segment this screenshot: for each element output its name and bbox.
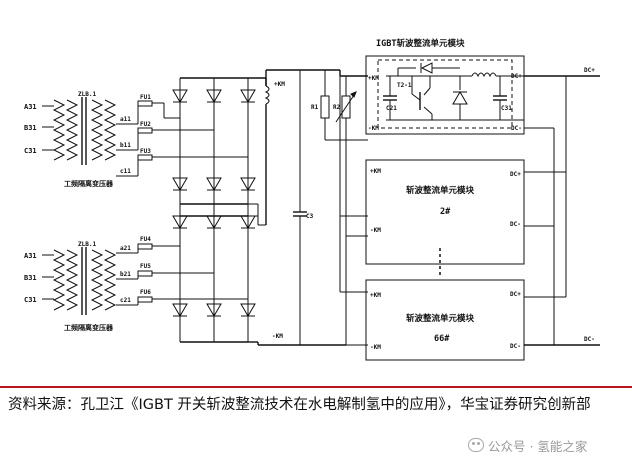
label-t2: T2-1 xyxy=(397,82,412,89)
wechat-icon xyxy=(468,438,484,452)
label-a31-top: A31 xyxy=(24,103,37,111)
module-66-name: 斩波整流单元模块 xyxy=(406,313,475,324)
source-note: 资料来源：孔卫江《IGBT 开关斩波整流技术在水电解制氢中的应用》，华宝证券研究… xyxy=(8,397,591,413)
label-minus-km-bus: -KM xyxy=(272,333,283,340)
transformer-top: A31 B31 C31 ZLB.1 工频隔离变压器 a11 b11 c11 FU… xyxy=(24,91,248,188)
label-plus-km-bus: +KM xyxy=(274,81,285,88)
label-dc-plus-out: DC+ xyxy=(584,67,595,74)
label-b11: b11 xyxy=(120,142,131,149)
label-dc-minus-out: DC- xyxy=(584,336,595,343)
label-a21: a21 xyxy=(120,245,131,252)
chopper-module-2: +KM -KM DC+ DC- 斩波整流单元模块 2# xyxy=(365,159,525,265)
label-c11: c11 xyxy=(120,168,131,175)
label-fu5: FU5 xyxy=(140,263,151,270)
label-c31-top: C31 xyxy=(24,147,37,155)
igbt-module-top: IGBT斩波整流单元模块 +KM -KM DC+ DC- C21 T2-1 xyxy=(365,38,525,135)
bridge-rectifier-top xyxy=(172,77,256,217)
label-fu4: FU4 xyxy=(140,236,151,243)
fuse-fu3 xyxy=(137,154,153,161)
label-c31-cap: C31 xyxy=(501,105,512,112)
label-minus-km-m66: -KM xyxy=(370,344,381,351)
chopper-module-66: +KM -KM DC+ DC- 斩波整流单元模块 66# xyxy=(365,279,525,361)
module-2-index: 2# xyxy=(440,207,451,217)
resistor-r1 xyxy=(320,95,330,119)
fuse-fu1 xyxy=(137,100,153,107)
fuse-fu4 xyxy=(137,243,153,250)
inductor-main xyxy=(264,85,270,105)
module-66-index: 66# xyxy=(434,334,450,344)
label-c31-bottom: C31 xyxy=(24,296,37,304)
label-plus-km-m2: +KM xyxy=(370,168,381,175)
label-plus-km-m66: +KM xyxy=(370,292,381,299)
label-dc-minus-m66: DC- xyxy=(510,343,521,350)
dc-bus: +KM -KM C3 R1 R2 xyxy=(248,69,368,346)
label-r1: R1 xyxy=(311,104,319,111)
label-dc-plus-m2: DC+ xyxy=(510,171,521,178)
module-2-name: 斩波整流单元模块 xyxy=(406,185,475,196)
source-divider xyxy=(0,386,632,388)
transformer-bottom: A31 B31 C31 ZLB.1 工频隔离变压器 a21 b21 c21 FU… xyxy=(24,236,248,332)
label-fu2: FU2 xyxy=(140,121,151,128)
watermark: 公众号 · 氢能之家 xyxy=(468,434,587,456)
label-b21: b21 xyxy=(120,271,131,278)
label-a11: a11 xyxy=(120,116,131,123)
label-a31-bottom: A31 xyxy=(24,252,37,260)
label-b31-bottom: B31 xyxy=(24,274,37,282)
watermark-text: 公众号 · 氢能之家 xyxy=(488,438,588,454)
output-dc-bus: DC+ DC- xyxy=(524,67,600,346)
label-zlb-top: ZLB.1 xyxy=(78,91,96,98)
label-minus-km-m2: -KM xyxy=(370,227,381,234)
label-plus-km-igbt: +KM xyxy=(368,75,379,82)
label-zlb-bottom: ZLB.1 xyxy=(78,241,96,248)
label-c21: c21 xyxy=(120,297,131,304)
label-fu1: FU1 xyxy=(140,94,151,101)
inductor-igbt xyxy=(471,72,497,78)
label-c21-cap: C21 xyxy=(386,105,397,112)
label-r2: R2 xyxy=(333,104,341,111)
label-dc-plus-m66: DC+ xyxy=(510,291,521,298)
label-c3: C3 xyxy=(306,213,314,220)
igbt-module-title: IGBT斩波整流单元模块 xyxy=(376,38,465,49)
label-fu3: FU3 xyxy=(140,148,151,155)
label-dc-minus-m2: DC- xyxy=(510,221,521,228)
fuse-fu6 xyxy=(137,296,153,303)
fuse-fu5 xyxy=(137,270,153,277)
transformer-label-top: 工频隔离变压器 xyxy=(64,179,114,188)
label-minus-km-igbt: -KM xyxy=(368,125,379,132)
label-fu6: FU6 xyxy=(140,289,151,296)
label-b31-top: B31 xyxy=(24,124,37,132)
label-dc-minus-igbt: DC- xyxy=(511,125,522,132)
transformer-label-bottom: 工频隔离变压器 xyxy=(64,323,114,332)
fuse-fu2 xyxy=(137,127,153,134)
